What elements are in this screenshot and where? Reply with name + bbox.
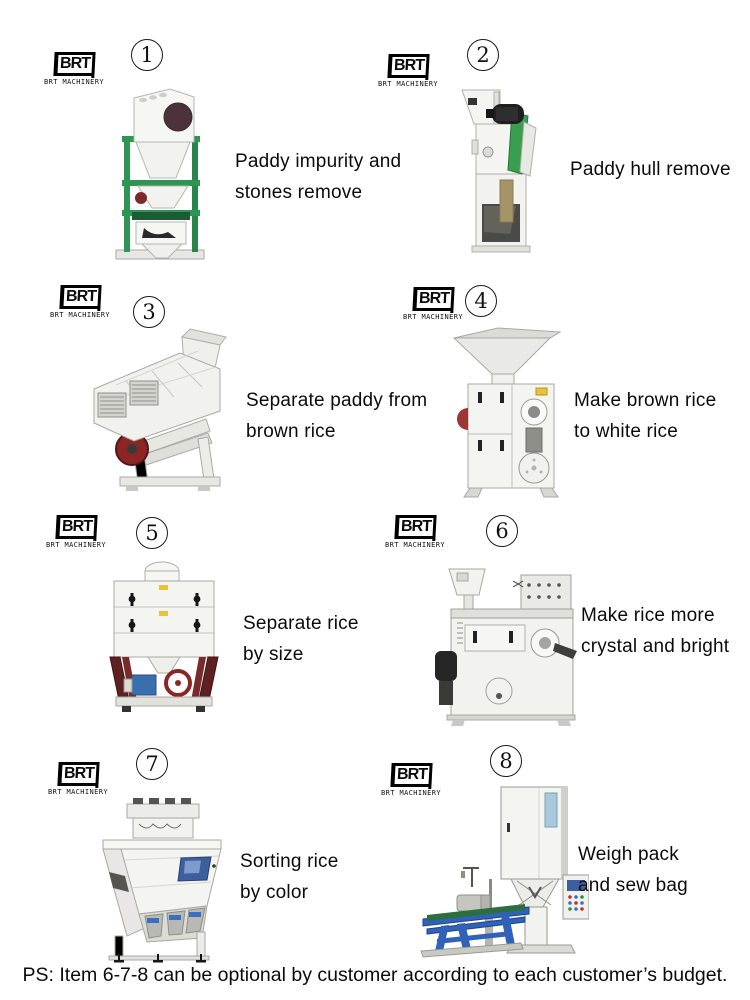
weigh-pack-sew-machine-image	[413, 783, 589, 958]
caption-line-1: Make brown rice	[574, 390, 717, 411]
step-number-circle: 7	[136, 748, 168, 780]
step-number-circle: 5	[136, 517, 168, 549]
item-caption: Separate rice by size	[243, 608, 359, 670]
rice-polisher-image	[433, 553, 578, 729]
item-caption: Paddy hull remove	[570, 154, 731, 185]
brt-logo-caption: BRT MACHINERY	[403, 313, 463, 321]
step-number-circle: 3	[133, 296, 165, 328]
caption-line-1: Separate paddy from	[246, 390, 428, 411]
caption-line-2: to white rice	[574, 421, 678, 442]
paddy-cleaner-destoner-image	[110, 84, 210, 264]
brt-logo-mark: BRT	[412, 287, 454, 311]
brt-logo: BRT BRT MACHINERY	[403, 287, 463, 321]
catalog-item-5: BRT BRT MACHINERY 5	[40, 513, 385, 753]
item-caption: Paddy impurity and stones remove	[235, 146, 401, 208]
step-number-circle: 6	[486, 515, 518, 547]
step-number-circle: 2	[467, 39, 499, 71]
brt-logo-caption: BRT MACHINERY	[44, 78, 104, 86]
catalog-item-6: BRT BRT MACHINERY 6	[370, 513, 729, 753]
step-number-circle: 8	[490, 745, 522, 777]
brt-logo: BRT BRT MACHINERY	[46, 515, 106, 549]
brt-logo: BRT BRT MACHINERY	[50, 285, 110, 319]
item-caption: Make brown rice to white rice	[574, 385, 716, 447]
caption-line-2: brown rice	[246, 421, 336, 442]
brt-logo-mark: BRT	[53, 52, 95, 76]
paddy-husker-image	[450, 84, 546, 266]
catalog-item-8: BRT BRT MACHINERY 8	[370, 743, 715, 983]
item-caption: Weigh pack and sew bag	[578, 839, 688, 901]
item-caption: Make rice more crystal and bright	[581, 600, 729, 662]
catalog-item-1: BRT BRT MACHINERY 1	[40, 30, 401, 270]
step-number-circle: 4	[465, 285, 497, 317]
rice-whitener-image	[448, 322, 568, 500]
caption-line-2: crystal and bright	[581, 636, 730, 657]
caption-line-1: Make rice more	[581, 605, 715, 626]
caption-line-1: Separate rice	[243, 613, 359, 634]
brt-logo-mark: BRT	[387, 54, 429, 78]
catalog-item-2: BRT BRT MACHINERY 2	[370, 30, 731, 270]
brt-logo-caption: BRT MACHINERY	[46, 541, 106, 549]
caption-line-1: Weigh pack	[578, 844, 679, 865]
brt-logo-mark: BRT	[57, 762, 99, 786]
brt-logo-caption: BRT MACHINERY	[48, 788, 108, 796]
caption-line-1: Paddy hull remove	[570, 159, 731, 180]
brt-logo: BRT BRT MACHINERY	[378, 54, 438, 88]
brt-logo: BRT BRT MACHINERY	[48, 762, 108, 796]
brt-logo: BRT BRT MACHINERY	[44, 52, 104, 86]
footer-note: PS: Item 6-7-8 can be optional by custom…	[22, 964, 728, 986]
brt-logo-mark: BRT	[59, 285, 101, 309]
caption-line-1: Sorting rice	[240, 851, 339, 872]
brt-logo-caption: BRT MACHINERY	[385, 541, 445, 549]
brt-logo: BRT BRT MACHINERY	[385, 515, 445, 549]
item-caption: Separate paddy from brown rice	[246, 385, 427, 447]
brt-logo-mark: BRT	[394, 515, 436, 539]
rice-color-sorter-image	[81, 796, 237, 964]
caption-line-2: by size	[243, 644, 304, 665]
catalog-item-4: BRT BRT MACHINERY 4	[370, 283, 716, 523]
rice-size-grader-image	[96, 555, 232, 715]
brt-logo-mark: BRT	[55, 515, 97, 539]
caption-line-2: by color	[240, 882, 309, 903]
step-number-circle: 1	[131, 39, 163, 71]
brt-logo-caption: BRT MACHINERY	[381, 789, 441, 797]
brt-logo-caption: BRT MACHINERY	[50, 311, 110, 319]
caption-line-2: and sew bag	[578, 875, 688, 896]
caption-line-1: Paddy impurity and	[235, 151, 402, 172]
catalog-item-7: BRT BRT MACHINERY 7	[40, 743, 385, 983]
brt-logo: BRT BRT MACHINERY	[381, 763, 441, 797]
brt-logo-caption: BRT MACHINERY	[378, 80, 438, 88]
caption-line-2: stones remove	[235, 182, 363, 203]
catalog-item-3: BRT BRT MACHINERY 3	[40, 283, 427, 523]
item-caption: Sorting rice by color	[240, 846, 339, 908]
paddy-separator-image	[86, 327, 242, 495]
